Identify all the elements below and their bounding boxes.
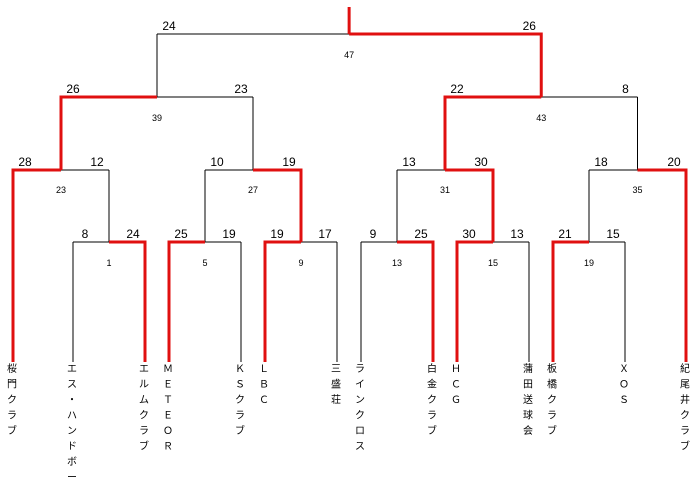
match-5-left-score: 25 — [174, 227, 188, 241]
match-39-number: 39 — [152, 113, 162, 123]
match-5-right-score: 19 — [222, 227, 236, 241]
match-31-left-score: 13 — [402, 155, 416, 169]
match-35-right-score: 20 — [667, 155, 681, 169]
team-name: 三盛荘 — [331, 364, 341, 406]
match-23-winner-path — [11, 168, 61, 362]
match-13-right-score: 25 — [414, 227, 428, 241]
match-13-number: 13 — [392, 258, 402, 268]
match-19-number: 19 — [584, 258, 594, 268]
match-35-left-score: 18 — [594, 155, 608, 169]
team-name: 紀尾井クラブ — [680, 362, 690, 453]
match-27-winner-path — [253, 168, 303, 242]
match-15-winner-path — [455, 240, 493, 362]
team-name: エルムクラブ — [139, 364, 149, 453]
match-47-left-score: 24 — [162, 19, 176, 33]
match-5-winner-path — [167, 240, 205, 362]
team-name: 蒲田送球会 — [523, 362, 533, 437]
match-47-winner-path — [349, 32, 543, 97]
match-31-number: 31 — [440, 185, 450, 195]
match-35-number: 35 — [632, 185, 642, 195]
match-27-left-score: 10 — [210, 155, 224, 169]
match-1-right-score: 24 — [126, 227, 140, 241]
match-47-number: 47 — [344, 50, 354, 60]
match-47-right-score: 26 — [523, 19, 537, 33]
match-1-number: 1 — [106, 258, 111, 268]
match-1-left-score: 8 — [82, 227, 89, 241]
match-9-winner-path — [263, 240, 301, 362]
match-1-winner-path — [109, 240, 147, 362]
match-9-number: 9 — [298, 258, 303, 268]
match-19-winner-path — [551, 240, 589, 362]
match-43-number: 43 — [536, 113, 546, 123]
match-23-right-score: 12 — [90, 155, 104, 169]
match-35-winner-path — [637, 168, 688, 362]
team-name: ＨＣＧ — [451, 364, 461, 406]
team-name: エス・ハンドボール — [67, 364, 77, 485]
match-31-right-score: 30 — [474, 155, 488, 169]
team-name: ＭＥＴＥＯＲ — [163, 364, 173, 453]
match-15-right-score: 13 — [510, 227, 524, 241]
match-27-number: 27 — [248, 185, 258, 195]
match-15-left-score: 30 — [462, 227, 476, 241]
match-5-number: 5 — [202, 258, 207, 268]
match-13-left-score: 9 — [370, 227, 377, 241]
match-23-number: 23 — [56, 185, 66, 195]
match-9-right-score: 17 — [318, 227, 332, 241]
match-31-winner-path — [445, 168, 495, 242]
match-43-right-score: 8 — [622, 82, 629, 96]
match-13-winner-path — [397, 240, 435, 362]
match-39-winner-path — [59, 95, 157, 170]
match-19-right-score: 15 — [606, 227, 620, 241]
team-name: ＫＳクラブ — [235, 364, 245, 437]
match-39-right-score: 23 — [234, 82, 248, 96]
team-name: ラインクロス — [355, 363, 365, 453]
match-9-left-score: 19 — [270, 227, 284, 241]
match-27-right-score: 19 — [282, 155, 296, 169]
match-19-left-score: 21 — [558, 227, 572, 241]
team-name: ＬＢＣ — [259, 364, 269, 406]
match-43-left-score: 22 — [450, 82, 464, 96]
team-name: 板橋クラブ — [547, 362, 557, 437]
team-name: ＸＯＳ — [619, 364, 629, 406]
team-name: 白金クラブ — [427, 362, 437, 437]
match-15-number: 15 — [488, 258, 498, 268]
match-43-winner-path — [443, 95, 542, 170]
match-39-left-score: 26 — [66, 82, 80, 96]
team-name: 桜門クラブ — [7, 362, 17, 437]
match-23-left-score: 28 — [18, 155, 32, 169]
